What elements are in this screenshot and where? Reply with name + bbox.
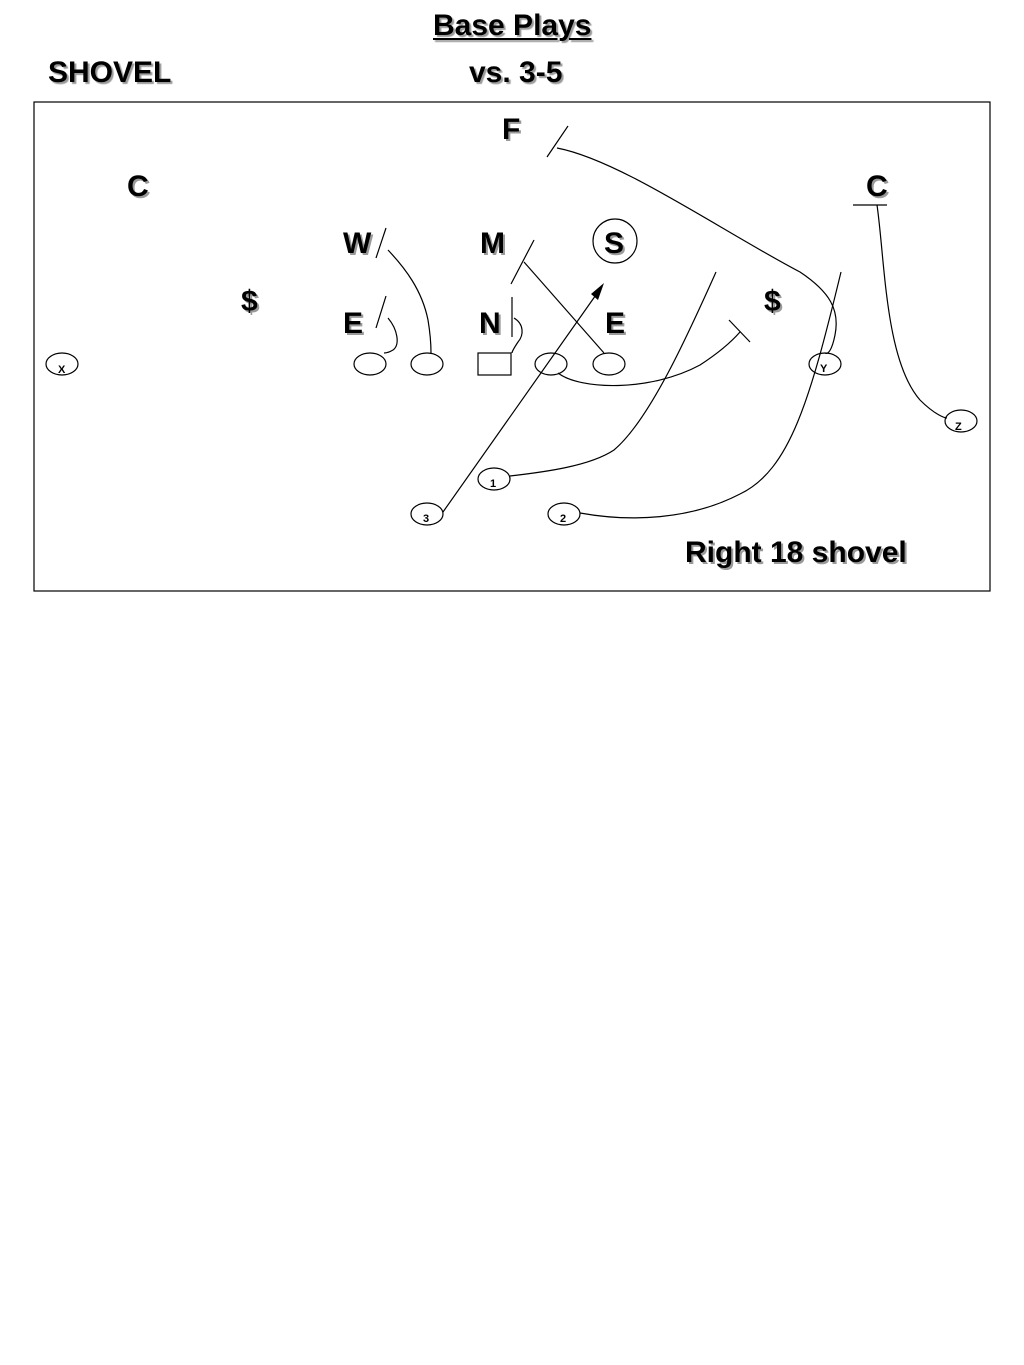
arrowhead-back-3 (591, 283, 604, 300)
svg-text:E: E (607, 309, 627, 342)
route-y-to-free-safety (556, 147, 837, 355)
back-2: 2 (547, 502, 581, 526)
svg-text:C: C (868, 172, 890, 205)
left-tackle (353, 352, 387, 376)
svg-text:C: C (866, 170, 888, 203)
route-back-1 (509, 271, 717, 477)
defender-will-backer: W W (343, 227, 374, 262)
route-center-to-nose (511, 317, 523, 354)
receiver-y: Y (808, 352, 842, 376)
svg-text:$: $ (764, 285, 781, 318)
svg-text:Right 18 shovel: Right 18 shovel (687, 538, 909, 571)
right-guard (534, 352, 568, 376)
svg-text:F: F (504, 115, 522, 148)
opponent-front: vs. 3-5 (469, 56, 563, 89)
back-1: 1 (477, 467, 511, 491)
block-tick-free-safety (546, 125, 569, 158)
route-back-3-shovel (442, 291, 599, 513)
play-diagram: F F C C C C W W M M S S $ $ $ $ E E N N … (33, 101, 991, 592)
svg-text:E: E (345, 309, 365, 342)
receiver-x: X (45, 352, 79, 376)
page-title: Base Plays (433, 9, 592, 42)
svg-text:$: $ (243, 287, 260, 320)
diagram-border (33, 101, 991, 592)
defender-corner-right: C C (866, 170, 890, 205)
svg-text:Right 18 shovel: Right 18 shovel (685, 536, 907, 569)
svg-text:W: W (343, 227, 372, 260)
defender-money-left: $ $ (241, 285, 260, 320)
svg-text:C: C (129, 172, 151, 205)
route-back-2 (579, 271, 842, 519)
route-left-guard-to-will (387, 249, 432, 354)
back-3: 3 (410, 502, 444, 526)
defender-nose: N N (479, 307, 503, 342)
svg-text:$: $ (766, 287, 783, 320)
defender-money-right: $ $ (764, 285, 783, 320)
svg-text:N: N (479, 307, 501, 340)
play-call-label: Right 18 shovel Right 18 shovel (685, 536, 909, 571)
center (477, 352, 512, 376)
route-right-tackle-to-mike (523, 261, 605, 354)
svg-text:M: M (482, 229, 507, 262)
svg-text:M: M (480, 227, 505, 260)
block-tick-will (375, 227, 387, 259)
sam-circle (592, 218, 638, 264)
receiver-z: Z (944, 409, 978, 433)
svg-text:3: 3 (423, 513, 429, 525)
route-left-tackle-to-end (383, 317, 398, 354)
svg-text:$: $ (241, 285, 258, 318)
svg-text:S: S (604, 227, 624, 260)
defender-sam-backer: S S (592, 218, 638, 264)
svg-text:1: 1 (490, 478, 496, 490)
svg-text:C: C (127, 170, 149, 203)
route-right-guard-to-money (557, 331, 741, 387)
left-guard (410, 352, 444, 376)
svg-text:X: X (58, 364, 66, 376)
block-tick-end-left (375, 295, 387, 329)
right-tackle (592, 352, 626, 376)
defender-corner-left: C C (127, 170, 151, 205)
route-z-to-corner (876, 204, 948, 419)
defender-end-left: E E (343, 307, 365, 342)
play-name: SHOVEL (48, 56, 172, 89)
defender-mike-backer: M M (480, 227, 507, 262)
svg-text:Y: Y (820, 363, 828, 375)
svg-text:2: 2 (560, 513, 566, 525)
svg-text:W: W (345, 229, 374, 262)
block-tick-mike (510, 239, 535, 285)
svg-text:E: E (343, 307, 363, 340)
defender-end-right: E E (605, 307, 627, 342)
svg-text:S: S (606, 229, 626, 262)
svg-text:E: E (605, 307, 625, 340)
svg-text:N: N (481, 309, 503, 342)
block-tick-money-right (728, 319, 751, 343)
svg-text:Z: Z (955, 421, 962, 433)
defender-free-safety: F F (502, 113, 522, 148)
svg-text:F: F (502, 113, 520, 146)
